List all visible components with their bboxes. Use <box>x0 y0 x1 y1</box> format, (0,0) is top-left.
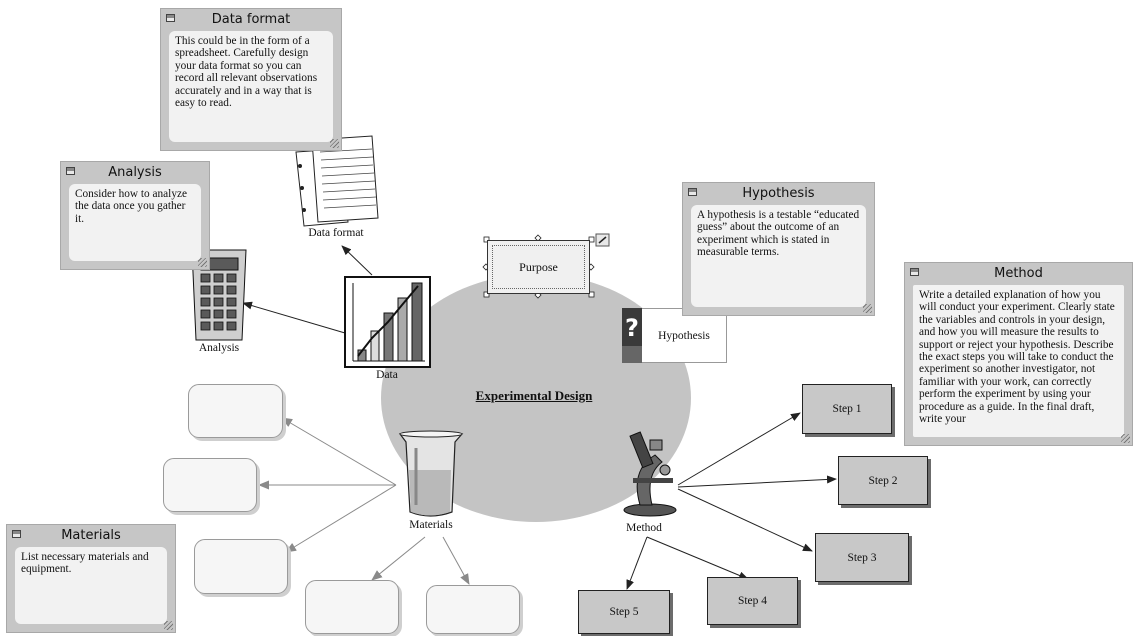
note-body[interactable]: A hypothesis is a testable “educated gue… <box>691 205 866 307</box>
step-2-box[interactable]: Step 2 <box>838 456 928 505</box>
hypothesis-node-label: Hypothesis <box>658 329 710 342</box>
data-format-note[interactable]: Data format This could be in the form of… <box>160 8 342 151</box>
material-item-box-1[interactable] <box>188 384 283 438</box>
analysis-note[interactable]: Analysis Consider how to analyze the dat… <box>60 161 210 270</box>
note-title: Analysis <box>108 164 162 180</box>
note-body[interactable]: List necessary materials and equipment. <box>15 547 167 624</box>
resize-grip-icon[interactable] <box>1121 434 1130 443</box>
step-1-label: Step 1 <box>832 403 862 415</box>
purpose-node[interactable]: Purpose <box>487 240 590 294</box>
calculator-icon[interactable] <box>191 249 247 341</box>
step-4-box[interactable]: Step 4 <box>707 577 798 625</box>
note-close-icon[interactable] <box>12 530 21 538</box>
purpose-label: Purpose <box>519 259 558 274</box>
note-close-icon[interactable] <box>166 14 175 22</box>
note-body[interactable]: Consider how to analyze the data once yo… <box>69 184 201 261</box>
analysis-label: Analysis <box>198 342 240 354</box>
resize-grip-icon[interactable] <box>164 621 173 630</box>
connector-lines <box>242 245 837 590</box>
resize-grip-icon[interactable] <box>198 258 207 267</box>
data-label: Data <box>376 369 398 381</box>
note-title: Data format <box>211 11 291 27</box>
step-4-label: Step 4 <box>737 595 768 607</box>
note-close-icon[interactable] <box>66 167 75 175</box>
data-format-icon[interactable] <box>295 135 379 227</box>
question-mark-icon[interactable]: ? <box>622 308 642 363</box>
hypothesis-node[interactable]: Hypothesis <box>642 308 727 363</box>
microscope-icon[interactable] <box>623 431 677 517</box>
central-ellipse[interactable] <box>381 274 691 522</box>
step-3-box[interactable]: Step 3 <box>815 533 909 582</box>
method-note[interactable]: Method Write a detailed explanation of h… <box>904 262 1133 446</box>
center-title[interactable]: Experimental Design <box>475 388 593 403</box>
hypothesis-note[interactable]: Hypothesis A hypothesis is a testable “e… <box>682 182 875 316</box>
step-2-label: Step 2 <box>868 474 898 487</box>
step-5-box[interactable]: Step 5 <box>578 590 670 634</box>
resize-grip-icon[interactable] <box>863 304 872 313</box>
note-close-icon[interactable] <box>910 268 919 276</box>
note-title: Hypothesis <box>742 185 815 201</box>
materials-label: Materials <box>409 519 453 531</box>
resize-grip-icon[interactable] <box>330 139 339 148</box>
step-1-box[interactable]: Step 1 <box>802 384 892 434</box>
data-format-label: Data format <box>308 227 364 239</box>
material-item-box-5[interactable] <box>426 585 520 634</box>
note-title: Materials <box>61 527 121 543</box>
data-chart-icon[interactable] <box>344 276 431 368</box>
materials-note[interactable]: Materials List necessary materials and e… <box>6 524 176 633</box>
method-label: Method <box>626 522 662 534</box>
material-item-box-3[interactable] <box>194 539 288 594</box>
note-close-icon[interactable] <box>688 188 697 196</box>
beaker-icon[interactable] <box>398 430 464 517</box>
note-body[interactable]: This could be in the form of a spreadshe… <box>169 31 333 142</box>
note-title: Method <box>994 265 1043 281</box>
step-3-label: Step 3 <box>847 551 877 564</box>
svg-text:?: ? <box>625 314 639 342</box>
material-item-box-4[interactable] <box>305 580 399 634</box>
material-item-box-2[interactable] <box>163 458 257 512</box>
pencil-icon[interactable] <box>595 233 610 247</box>
note-body[interactable]: Write a detailed explanation of how you … <box>913 285 1124 437</box>
step-5-label: Step 5 <box>609 606 639 618</box>
